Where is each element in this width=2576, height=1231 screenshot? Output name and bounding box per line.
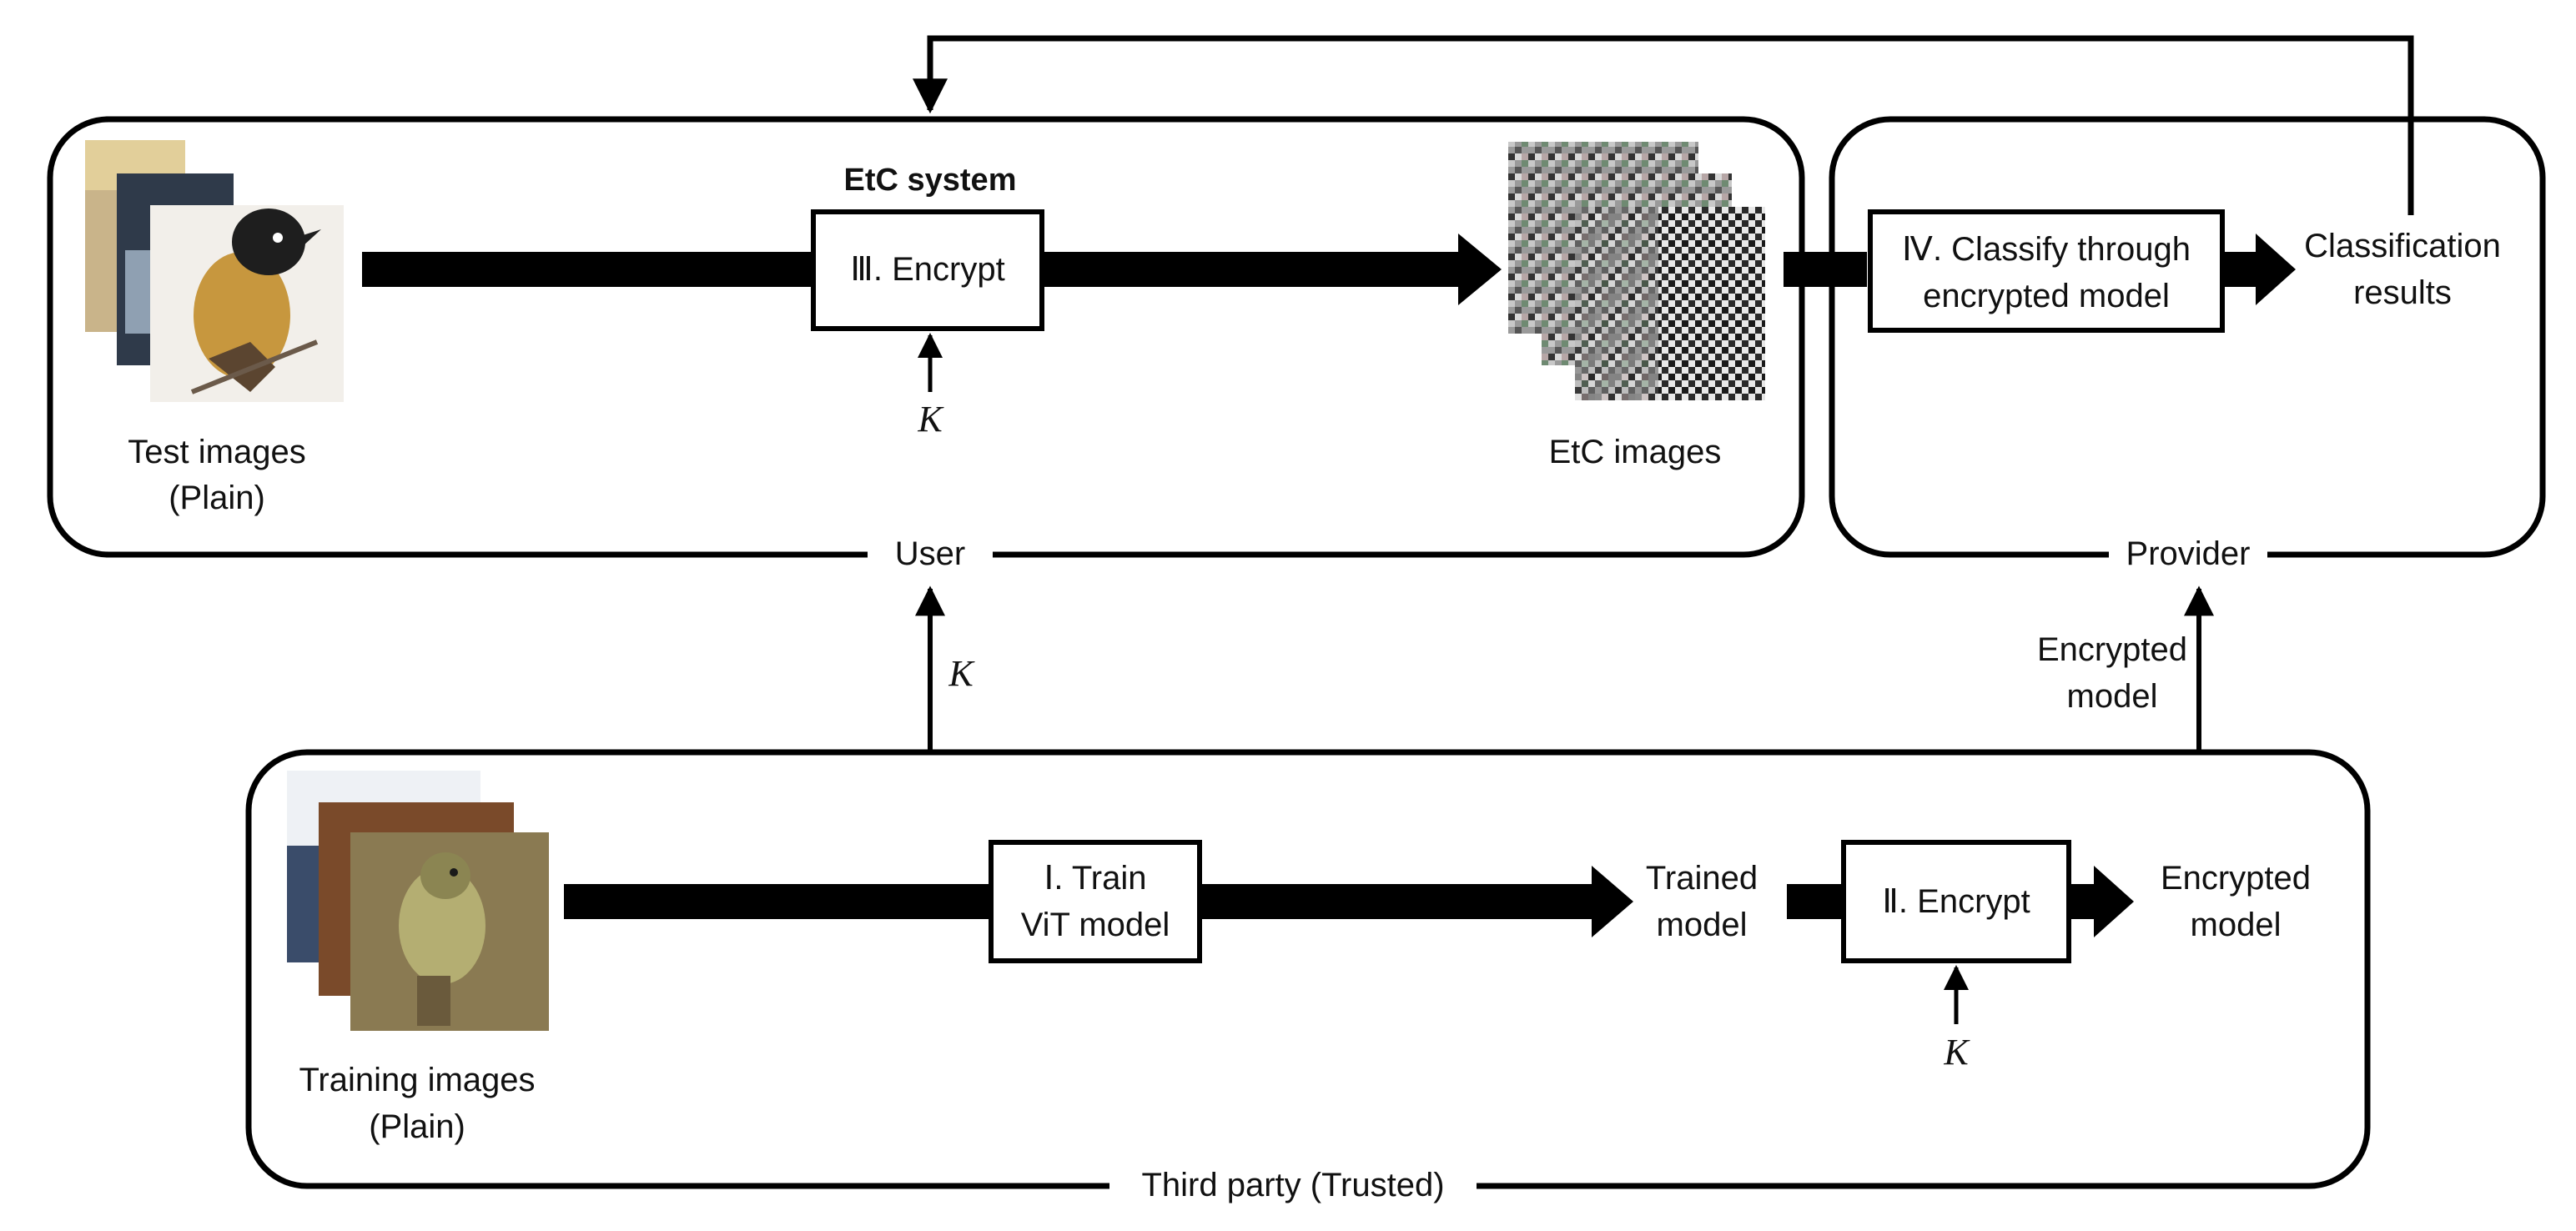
test-images-stack-icon (85, 140, 344, 402)
training-images-stack-icon (287, 771, 549, 1031)
arrow-encrypt-to-etc (1044, 234, 1502, 305)
train-label-line2: ViT model (1021, 907, 1170, 943)
user-group: User (47, 116, 1805, 577)
provider-frame (1829, 116, 2546, 558)
encrypt-model-box (1841, 840, 2071, 963)
trained-model-line2: model (1657, 907, 1748, 943)
arrow-results-to-user (913, 35, 2414, 215)
encrypt-images-step: Ⅲ. Encrypt (811, 209, 1044, 331)
arrow-thirdparty-to-provider-model: Encrypted model (2037, 585, 2214, 752)
arrow-training-to-train (564, 884, 989, 919)
key-arrow-encrypt-images: K (917, 333, 944, 440)
third-party-group: Third party (Trusted) (245, 749, 2371, 1209)
arrow-train-to-trained-model (1201, 866, 1633, 937)
etc-images-stack-icon (1508, 142, 1765, 400)
etc-images-label: EtC images (1549, 434, 1722, 470)
user-label: User (895, 535, 965, 572)
encrypted-model-line2: model (2191, 907, 2282, 943)
third-party-label-bg (1109, 1159, 1477, 1209)
encrypt-model-step: Ⅱ. Encrypt (1841, 840, 2071, 963)
classify-step: Ⅳ. Classify through encrypted model (1868, 209, 2225, 333)
classify-label-line2: encrypted model (1923, 278, 2170, 314)
test-images-label-line2: (Plain) (169, 480, 265, 516)
user-label-bg (868, 527, 993, 577)
train-box (989, 840, 1202, 963)
arrow-classify-to-results (2224, 234, 2296, 305)
classification-results-line2: results (2353, 274, 2452, 311)
arrow-thirdparty-to-user-key: K (915, 585, 975, 752)
trained-model-line1: Trained (1646, 860, 1758, 897)
encrypted-model-up-line2: model (2067, 678, 2158, 715)
encrypt-images-box (811, 209, 1044, 331)
provider-label-bg (2109, 527, 2267, 577)
train-step: Ⅰ. Train ViT model (989, 840, 1202, 963)
arrow-trained-to-encrypt (1787, 884, 1844, 919)
provider-group: Provider (1829, 116, 2546, 577)
classify-label-line1: Ⅳ. Classify through (1902, 231, 2191, 268)
third-party-label: Third party (Trusted) (1141, 1167, 1444, 1203)
arrow-etc-to-classify (1784, 252, 1867, 287)
key-arrow-encrypt-model: K (1943, 965, 1970, 1073)
etc-system-title: EtC system (844, 163, 1017, 198)
encrypt-images-label: Ⅲ. Encrypt (850, 251, 1004, 288)
classification-results-line1: Classification (2304, 228, 2501, 264)
train-label-line1: Ⅰ. Train (1044, 860, 1147, 897)
training-images-label-line2: (Plain) (369, 1108, 465, 1145)
key-label-encrypt-model: K (1943, 1032, 1970, 1073)
encrypted-model-line1: Encrypted (2161, 860, 2311, 897)
encrypt-model-label: Ⅱ. Encrypt (1882, 883, 2030, 920)
key-label-encrypt-images: K (917, 399, 944, 440)
arrow-test-to-encrypt (362, 252, 813, 287)
third-party-frame (245, 749, 2371, 1189)
encrypted-model-up-line1: Encrypted (2037, 631, 2187, 668)
test-images-label-line1: Test images (128, 434, 305, 470)
provider-label: Provider (2126, 535, 2251, 572)
arrow-encrypt-to-encrypted-model (2070, 866, 2134, 937)
training-images-label-line1: Training images (299, 1062, 535, 1098)
classify-box (1868, 209, 2225, 333)
key-label-to-user: K (948, 653, 975, 694)
